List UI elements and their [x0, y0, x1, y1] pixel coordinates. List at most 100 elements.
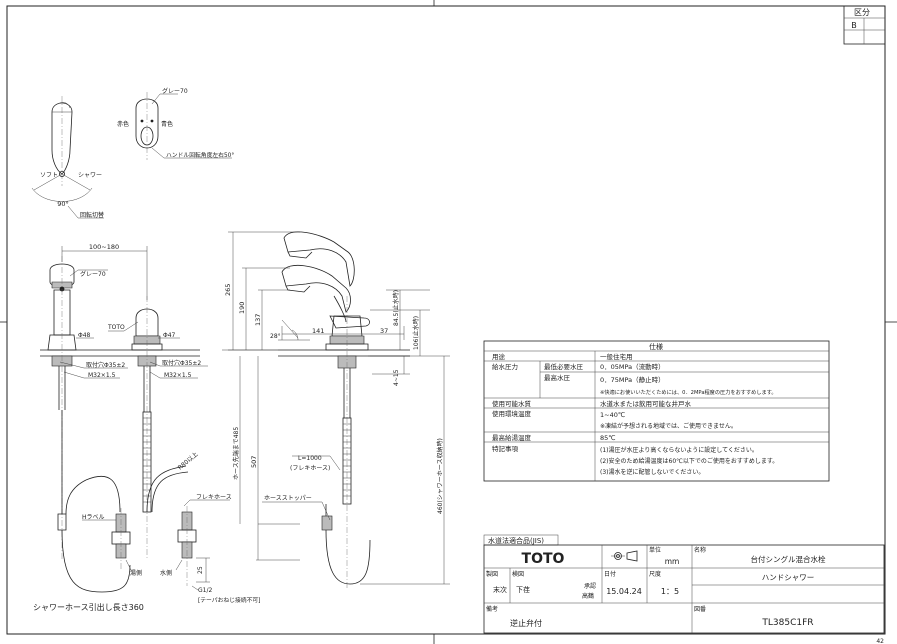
label-flex-front: フレキホース — [196, 494, 232, 501]
spec-val-1-0: 0．05MPa（流動時） — [600, 362, 665, 371]
name-line-1: 台付シングル混合水栓 — [751, 554, 826, 564]
spec-val-6-1: (2)安全のため給湯温度は60℃以下でのご使用をおすすめします。 — [600, 457, 778, 465]
spec-key-4: 使用環境温度 — [492, 409, 532, 418]
date-label: 日付 — [604, 570, 616, 578]
checked-name: 下荏 — [516, 586, 530, 594]
spec-val-0-0: 一般住宅用 — [600, 352, 633, 361]
spout-side-upper — [283, 231, 355, 287]
spec-val-5-0: 85℃ — [600, 434, 616, 442]
date-value: 15.04.24 — [606, 587, 642, 596]
label-90deg: 90° — [57, 200, 69, 208]
scale-label: 尺度 — [649, 570, 661, 578]
handle-lever-side — [329, 315, 370, 329]
label-flex-side: (フレキホース) — [290, 465, 330, 472]
brand-logo: TOTO — [522, 551, 565, 567]
spec-val-2-0: 0．75MPa（静止時） — [600, 375, 665, 384]
label-d47: Φ47 — [163, 332, 176, 339]
dim-25: 25 — [197, 566, 204, 574]
name-label: 名称 — [694, 546, 706, 554]
label-l1000: L=1000 — [298, 455, 322, 462]
dim-37: 37 — [380, 327, 388, 335]
unit-value: mm — [665, 557, 680, 566]
unit-label: 単位 — [649, 546, 661, 554]
label-handle-angle: ハンドル回転角度左右50° — [166, 151, 234, 159]
label-stopper: ホースストッパー — [264, 495, 312, 502]
faucet-body-front — [135, 308, 159, 337]
dim-84-5: 84.5(止水時) — [392, 290, 400, 326]
drawing-number: TL385C1FR — [761, 618, 813, 628]
spec-key-0: 用途 — [492, 352, 506, 361]
spec-val-6-0: (1)湯圧が水圧より高くならないように設定してください。 — [600, 446, 758, 454]
spout-top-outline — [51, 102, 73, 175]
label-h: Hラベル — [82, 514, 105, 521]
dim-106: 106(止水時) — [412, 316, 420, 350]
top-view: ソフト シャワー 90° 回転切替 グレー70 赤色 青色 ハンドル回転角度左右… — [31, 87, 234, 219]
spec-val-3-0: 水道水または飲用可能な井戸水 — [600, 399, 692, 408]
side-view: 265 190 137 28° 141 37 — [224, 231, 450, 590]
approved-name: 高鶴 — [582, 592, 594, 600]
drawing-border — [6, 5, 886, 635]
label-hole-left: 取付穴Φ35±2 — [86, 361, 125, 369]
number-label: 図番 — [694, 606, 706, 613]
dim-141: 141 — [312, 327, 324, 335]
front-view: 100~180 グレー70 Φ48 取付穴Φ35±2 M32×1.5 T — [33, 243, 278, 612]
name-line-2: ハンドシャワー — [762, 573, 815, 582]
label-switch: 回転切替 — [80, 211, 104, 219]
dim-265: 265 — [224, 284, 232, 296]
spec-sub-2: 最高水圧 — [544, 373, 571, 382]
spec-key-1: 給水圧力 — [492, 362, 518, 371]
spec-sub-1: 最低必要水圧 — [544, 362, 584, 371]
label-gray-top: グレー70 — [162, 87, 188, 95]
label-thread-left: M32×1.5 — [88, 372, 116, 379]
dim-100-180: 100~180 — [89, 243, 119, 251]
label-hot: 湯側 — [130, 569, 142, 577]
revision-value: B — [851, 21, 857, 30]
handle-top-outline — [135, 98, 159, 149]
spec-key-3: 使用可能水質 — [492, 399, 532, 408]
label-d48: Φ48 — [78, 332, 91, 339]
label-shower: シャワー — [78, 172, 102, 179]
label-toto-front: TOTO — [107, 324, 125, 331]
dim-190: 190 — [238, 302, 246, 314]
label-soft: ソフト — [40, 172, 58, 179]
title-block: 水道法適合品(JIS) TOTO 単位 mm 名称 台付シングル混合水栓 ハンド… — [483, 534, 885, 634]
dim-460: 460(シャワーホース収納時) — [436, 438, 444, 514]
spout-side-lower — [281, 264, 351, 313]
label-g12: G1/2 — [198, 587, 212, 594]
hose-stopper — [321, 515, 333, 531]
rotation-arc — [31, 187, 93, 202]
note-value: 逆止弁付 — [510, 618, 542, 628]
revision-box: 区分 B — [843, 5, 886, 45]
label-taper: [テーパおねじ接続不可] — [198, 596, 260, 604]
spec-table: 仕様 用途 一般住宅用 給水圧力 最低必要水圧 0．05MPa（流動時） 最高水… — [483, 340, 830, 482]
label-r80: R80以上 — [176, 450, 199, 471]
dim-137: 137 — [254, 314, 262, 326]
checked-label: 検図 — [512, 570, 524, 578]
drawn-name: 末次 — [493, 585, 507, 594]
label-thread-right: M32×1.5 — [164, 372, 192, 379]
label-blue: 青色 — [161, 120, 173, 128]
spec-title: 仕様 — [649, 342, 663, 351]
jis-label: 水道法適合品(JIS) — [488, 536, 544, 545]
dim-4-15: 4~15 — [393, 369, 400, 386]
page-number: 42 — [876, 638, 884, 644]
spec-key-6: 特記事項 — [492, 444, 519, 453]
spec-val-4-1: ※凍結が予想される地域では、ご使用できません。 — [600, 422, 737, 430]
label-red: 赤色 — [117, 120, 129, 128]
outlet-marker — [59, 170, 66, 177]
projection-symbol-icon — [611, 550, 638, 562]
scale-value: 1：5 — [661, 587, 679, 596]
label-gray-front: グレー70 — [80, 270, 106, 278]
label-cold: 水側 — [160, 569, 172, 577]
note-label: 備考 — [486, 605, 498, 613]
spec-key-5: 最高給湯温度 — [492, 433, 532, 442]
dim-507: 507 — [250, 456, 258, 468]
revision-label: 区分 — [854, 8, 870, 17]
spec-val-4-0: 1~40℃ — [600, 411, 625, 419]
label-shower-pull: シャワーホース引出し長さ360 — [33, 602, 144, 612]
dim-28deg: 28° — [270, 333, 281, 340]
dim-485: ホース先端まで485 — [232, 427, 240, 480]
approved-label: 承認 — [584, 582, 596, 590]
spec-val-2-1: ※快適にお使いいただくためには、0．2MPa程度の圧力をおすすめします。 — [600, 388, 777, 396]
